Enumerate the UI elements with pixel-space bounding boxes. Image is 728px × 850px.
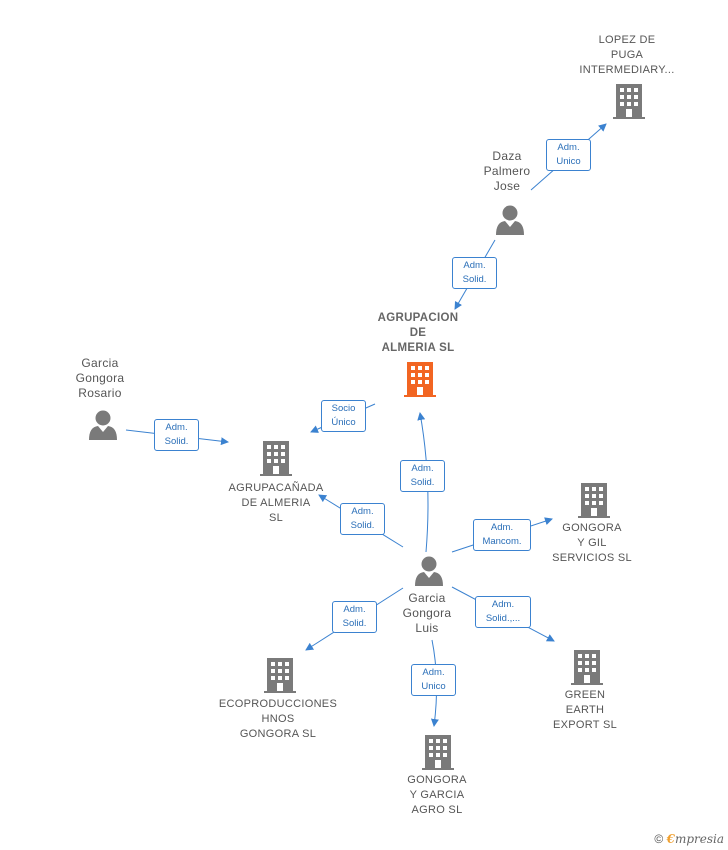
building-icon[interactable] [571, 650, 603, 685]
edge-label-luis-agrupacion[interactable]: Adm. Solid. [400, 460, 445, 492]
building-icon[interactable] [264, 658, 296, 693]
person-icon[interactable] [415, 556, 443, 587]
edge-label-luis-ecoproducciones[interactable]: Adm. Solid. [332, 601, 377, 633]
person-icon[interactable] [496, 205, 524, 236]
edge-label-luis-gongora-garcia[interactable]: Adm. Unico [411, 664, 456, 696]
node-label-agrupacanada[interactable]: AGRUPACAÑADA DE ALMERIA SL [228, 482, 324, 524]
node-label-agrupacion[interactable]: AGRUPACION DE ALMERIA SL [377, 312, 459, 354]
copyright-icon: © [654, 832, 664, 846]
node-label-lopez[interactable]: LOPEZ DE PUGA INTERMEDIARY... [579, 34, 675, 76]
building-icon[interactable] [578, 483, 610, 518]
building-icon[interactable] [404, 362, 436, 397]
node-label-daza[interactable]: Daza Palmero Jose [483, 149, 531, 193]
building-icon[interactable] [613, 84, 645, 119]
edge-label-agrupacion-agrupacanada[interactable]: Socio Único [321, 400, 366, 432]
node-label-garcia-luis[interactable]: Garcia Gongora Luis [402, 591, 452, 635]
edge-label-daza-lopez[interactable]: Adm. Unico [546, 139, 591, 171]
edge-label-daza-agrupacion[interactable]: Adm. Solid. [452, 257, 497, 289]
node-label-garcia-rosario[interactable]: Garcia Gongora Rosario [75, 356, 125, 400]
edge-label-luis-gongora-gil[interactable]: Adm. Mancom. [473, 519, 531, 551]
footer-brand: © €mpresia [654, 832, 724, 846]
edge-label-luis-green-earth[interactable]: Adm. Solid.,... [475, 596, 531, 628]
node-label-gongora-garcia[interactable]: GONGORA Y GARCIA AGRO SL [407, 774, 467, 816]
building-icon[interactable] [422, 735, 454, 770]
edge-label-luis-agrupacanada[interactable]: Adm. Solid. [340, 503, 385, 535]
node-label-gongora-gil[interactable]: GONGORA Y GIL SERVICIOS SL [552, 522, 632, 564]
node-label-green-earth[interactable]: GREEN EARTH EXPORT SL [552, 689, 618, 731]
building-icon[interactable] [260, 441, 292, 476]
person-icon[interactable] [89, 410, 117, 441]
brand-logo: €mpresia [666, 832, 724, 846]
node-label-ecoproducciones[interactable]: ECOPRODUCCIONES HNOS GONGORA SL [218, 698, 338, 740]
edge-label-rosario-agrupacanada[interactable]: Adm. Solid. [154, 419, 199, 451]
